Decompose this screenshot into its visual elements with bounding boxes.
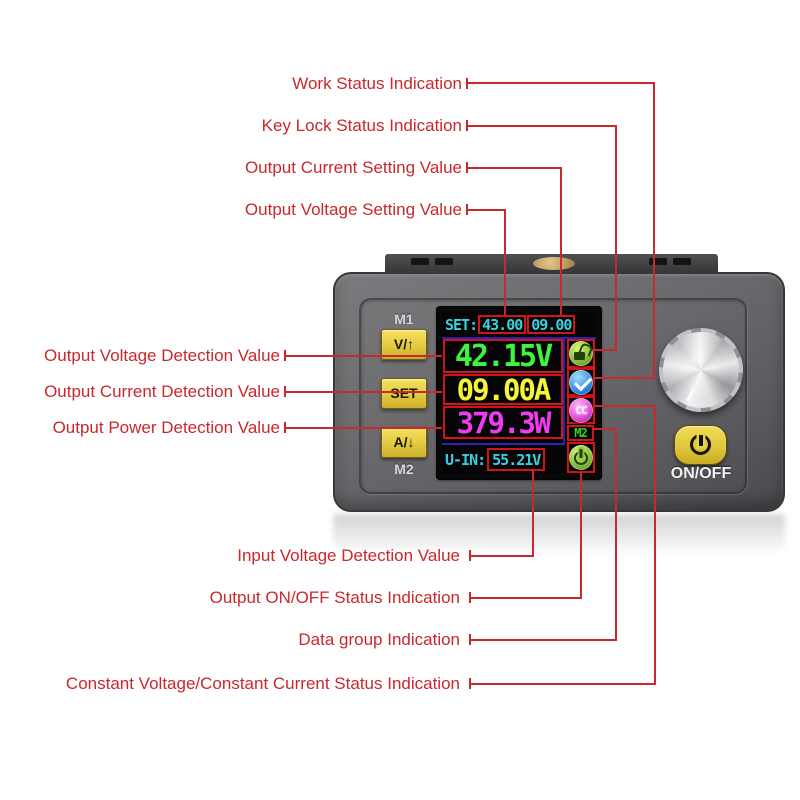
leader-line [593, 405, 655, 407]
voltage-setting-value: 43.00 [478, 315, 527, 334]
annotation-output-voltage-detection: Output Voltage Detection Value [44, 346, 280, 365]
output-state [567, 442, 595, 473]
annotation-output-current-setting: Output Current Setting Value [244, 158, 462, 177]
vent-slot [649, 258, 667, 265]
check-icon [569, 369, 593, 395]
device-reflection [333, 514, 785, 556]
knob-indicator [685, 388, 696, 402]
annotation-input-voltage-detection: Input Voltage Detection Value [237, 546, 460, 565]
power-icon [569, 445, 593, 470]
leader-line [467, 82, 655, 84]
lcd-divider [442, 443, 565, 445]
vent-slot [673, 258, 691, 265]
output-voltage-value: 42.15V [443, 339, 563, 373]
set-button[interactable]: SET [381, 378, 427, 409]
leader-line [504, 209, 506, 315]
annotation-output-current-detection: Output Current Detection Value [44, 382, 280, 401]
leader-line [615, 429, 617, 641]
leader-line [467, 125, 617, 127]
cv-cc-status: CC [567, 396, 595, 424]
on-off-button[interactable] [674, 425, 727, 465]
annotation-key-lock-status: Key Lock Status Indication [261, 116, 462, 135]
adjust-knob[interactable] [659, 328, 743, 412]
input-voltage-value: 55.21V [487, 448, 546, 471]
leader-line [580, 471, 582, 599]
annotation-cv-cc-status: Constant Voltage/Constant Current Status… [65, 674, 460, 693]
leader-line [532, 469, 534, 557]
annotation-output-onoff-status: Output ON/OFF Status Indication [209, 588, 460, 607]
leader-line [470, 597, 582, 599]
output-current-value: 09.00A [443, 374, 563, 405]
leader-line [593, 377, 655, 379]
data-group-value: M2 [574, 426, 587, 440]
lcd-divider [563, 337, 565, 445]
work-status [567, 368, 595, 396]
lcd-bezel: SET: 43.00 09.00 42.15V 09.00A 379.3W U-… [436, 306, 602, 480]
key-lock-status [567, 339, 595, 368]
m1-label: M1 [394, 311, 414, 327]
voltage-up-button[interactable]: V/↑ [381, 329, 427, 360]
leader-line [654, 406, 656, 685]
brass-screw [533, 257, 575, 270]
leader-line [615, 125, 617, 351]
input-voltage-label: U-IN: [445, 450, 486, 469]
lcd-screen: SET: 43.00 09.00 42.15V 09.00A 379.3W U-… [442, 312, 596, 474]
leader-line [467, 209, 506, 211]
output-power-value: 379.3W [443, 406, 563, 439]
current-setting-value: 09.00 [527, 315, 576, 334]
annotation-work-status: Work Status Indication [292, 74, 462, 93]
leader-line [470, 555, 534, 557]
leader-line [593, 428, 617, 430]
set-values-row: SET: 43.00 09.00 [445, 314, 576, 335]
leader-line [467, 167, 562, 169]
annotation-data-group: Data group Indication [298, 630, 460, 649]
on-off-label: ON/OFF [670, 465, 732, 482]
lcd-divider [442, 337, 596, 339]
annotation-output-power-detection: Output Power Detection Value [52, 418, 280, 437]
set-prefix: SET: [445, 315, 478, 334]
current-down-button[interactable]: A/↓ [381, 427, 427, 458]
leader-line [593, 349, 617, 351]
cc-badge-icon: CC [569, 397, 593, 423]
leader-line [653, 82, 655, 379]
leader-line [285, 427, 442, 429]
vent-slot [411, 258, 429, 265]
m2-label: M2 [394, 461, 414, 477]
cc-badge-text: CC [575, 403, 587, 417]
input-voltage-row: U-IN: 55.21V [445, 447, 546, 472]
leader-line [470, 639, 617, 641]
panel-groove [359, 298, 747, 494]
vent-slot [435, 258, 453, 265]
data-group-indicator: M2 [567, 425, 594, 441]
leader-line [560, 167, 562, 315]
annotation-output-voltage-setting: Output Voltage Setting Value [244, 200, 462, 219]
leader-line [285, 391, 442, 393]
leader-line [470, 683, 656, 685]
leader-line [285, 355, 442, 357]
unlock-icon [569, 341, 594, 366]
power-symbol-icon [690, 434, 711, 455]
knob-face [663, 332, 739, 408]
